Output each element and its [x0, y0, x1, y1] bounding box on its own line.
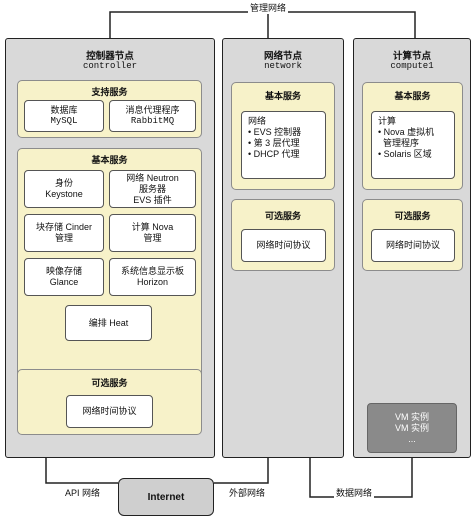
data-network-label: 数据网络	[334, 486, 375, 499]
compute-services-box: 计算 • Nova 虚拟机 管理程序 • Solaris 区域	[371, 111, 455, 179]
nova-manage-box: 计算 Nova 管理	[109, 214, 196, 252]
support-services-title: 支持服务	[91, 87, 128, 97]
dhcp-agent-label: • DHCP 代理	[248, 149, 300, 159]
mysql-label: MySQL	[50, 116, 78, 126]
api-network-label: API 网络	[63, 486, 103, 499]
compute-optional-services-title: 可选服务	[394, 211, 431, 221]
l3-agent-label: • 第 3 层代理	[248, 138, 300, 148]
network-hostname: network	[264, 61, 302, 71]
cinder-label: 块存储 Cinder	[35, 222, 92, 232]
hypervisor-manager-label: 管理程序	[378, 138, 420, 148]
controller-hostname: controller	[82, 61, 137, 71]
network-ntp-box: 网络时间协议	[241, 229, 326, 262]
compute-optional-services-panel: 可选服务 网络时间协议	[362, 199, 463, 271]
compute-services-heading: 计算	[378, 116, 397, 126]
vm-instance-label: VM 实例	[394, 422, 429, 433]
controller-node: 控制器节点 controller 支持服务 数据库 MySQL 消息代理程序 R…	[5, 38, 215, 458]
vm-instance-label: VM 实例	[394, 411, 429, 422]
network-basic-services-panel: 基本服务 网络 • EVS 控制器 • 第 3 层代理 • DHCP 代理	[231, 82, 335, 190]
controller-node-title: 控制器节点	[86, 51, 134, 62]
internet-box: Internet	[118, 478, 214, 516]
heat-box: 编排 Heat	[65, 305, 152, 341]
cinder-box: 块存储 Cinder 管理	[24, 214, 104, 252]
external-network-label: 外部网络	[227, 486, 268, 499]
compute-ntp-box: 网络时间协议	[371, 229, 455, 262]
basic-services-title: 基本服务	[91, 155, 128, 165]
evs-plugin-label: EVS 插件	[133, 194, 172, 205]
glance-label: Glance	[49, 277, 79, 287]
neutron-box: 网络 Neutron 服务器 EVS 插件	[109, 170, 196, 208]
controller-ntp-box: 网络时间协议	[66, 395, 153, 428]
vm-instance-ellipsis: ...	[408, 433, 416, 444]
nova-hypervisor-label: • Nova 虚拟机	[378, 127, 435, 137]
compute-ntp-label: 网络时间协议	[385, 240, 440, 250]
keystone-label: Keystone	[45, 189, 83, 199]
compute-node-title: 计算节点	[392, 51, 431, 62]
network-optional-services-panel: 可选服务 网络时间协议	[231, 199, 335, 271]
image-store-label: 映像存储	[45, 266, 82, 276]
database-box: 数据库 MySQL	[24, 100, 104, 132]
controller-support-services-panel: 支持服务 数据库 MySQL 消息代理程序 RabbitMQ	[17, 80, 202, 138]
internet-label: Internet	[147, 491, 185, 503]
identity-label: 身份	[54, 178, 73, 188]
controller-ntp-label: 网络时间协议	[82, 406, 137, 416]
evs-controller-label: • EVS 控制器	[248, 127, 302, 137]
compute-basic-services-title: 基本服务	[394, 91, 431, 101]
network-services-heading: 网络	[248, 116, 267, 126]
network-optional-services-title: 可选服务	[264, 211, 301, 221]
network-node-title: 网络节点	[263, 51, 302, 62]
database-label: 数据库	[50, 105, 78, 115]
message-broker-label: 消息代理程序	[125, 105, 180, 115]
neutron-server-label: 服务器	[138, 183, 166, 194]
nova-manage-label: 管理	[143, 233, 162, 243]
compute-basic-services-panel: 基本服务 计算 • Nova 虚拟机 管理程序 • Solaris 区域	[362, 82, 463, 190]
horizon-label: Horizon	[136, 277, 168, 287]
message-broker-box: 消息代理程序 RabbitMQ	[109, 100, 196, 132]
network-node: 网络节点 network 基本服务 网络 • EVS 控制器 • 第 3 层代理…	[222, 38, 344, 458]
api-network-line	[45, 458, 118, 484]
identity-box: 身份 Keystone	[24, 170, 104, 208]
nova-label: 计算 Nova	[131, 222, 174, 232]
compute-node: 计算节点 compute1 基本服务 计算 • Nova 虚拟机 管理程序 • …	[353, 38, 471, 458]
network-services-box: 网络 • EVS 控制器 • 第 3 层代理 • DHCP 代理	[241, 111, 326, 179]
network-basic-services-title: 基本服务	[264, 91, 301, 101]
glance-box: 映像存储 Glance	[24, 258, 104, 296]
dashboard-label: 系统信息显示板	[120, 266, 184, 276]
controller-optional-services-panel: 可选服务 网络时间协议	[17, 369, 202, 435]
management-network-line	[109, 11, 416, 38]
external-network-line	[214, 458, 269, 484]
neutron-label: 网络 Neutron	[126, 172, 179, 183]
horizon-box: 系统信息显示板 Horizon	[109, 258, 196, 296]
optional-services-title: 可选服务	[91, 378, 128, 388]
cinder-manage-label: 管理	[54, 233, 73, 243]
rabbitmq-label: RabbitMQ	[130, 116, 175, 126]
management-network-label: 管理网络	[248, 1, 289, 14]
compute-hostname: compute1	[390, 61, 434, 71]
heat-label: 编排 Heat	[88, 317, 129, 328]
network-ntp-label: 网络时间协议	[256, 240, 311, 250]
controller-basic-services-panel: 基本服务 身份 Keystone 网络 Neutron 服务器 EVS 插件 块…	[17, 148, 202, 380]
vm-instances-box: VM 实例 VM 实例 ...	[367, 403, 457, 453]
solaris-zones-label: • Solaris 区域	[378, 149, 432, 159]
